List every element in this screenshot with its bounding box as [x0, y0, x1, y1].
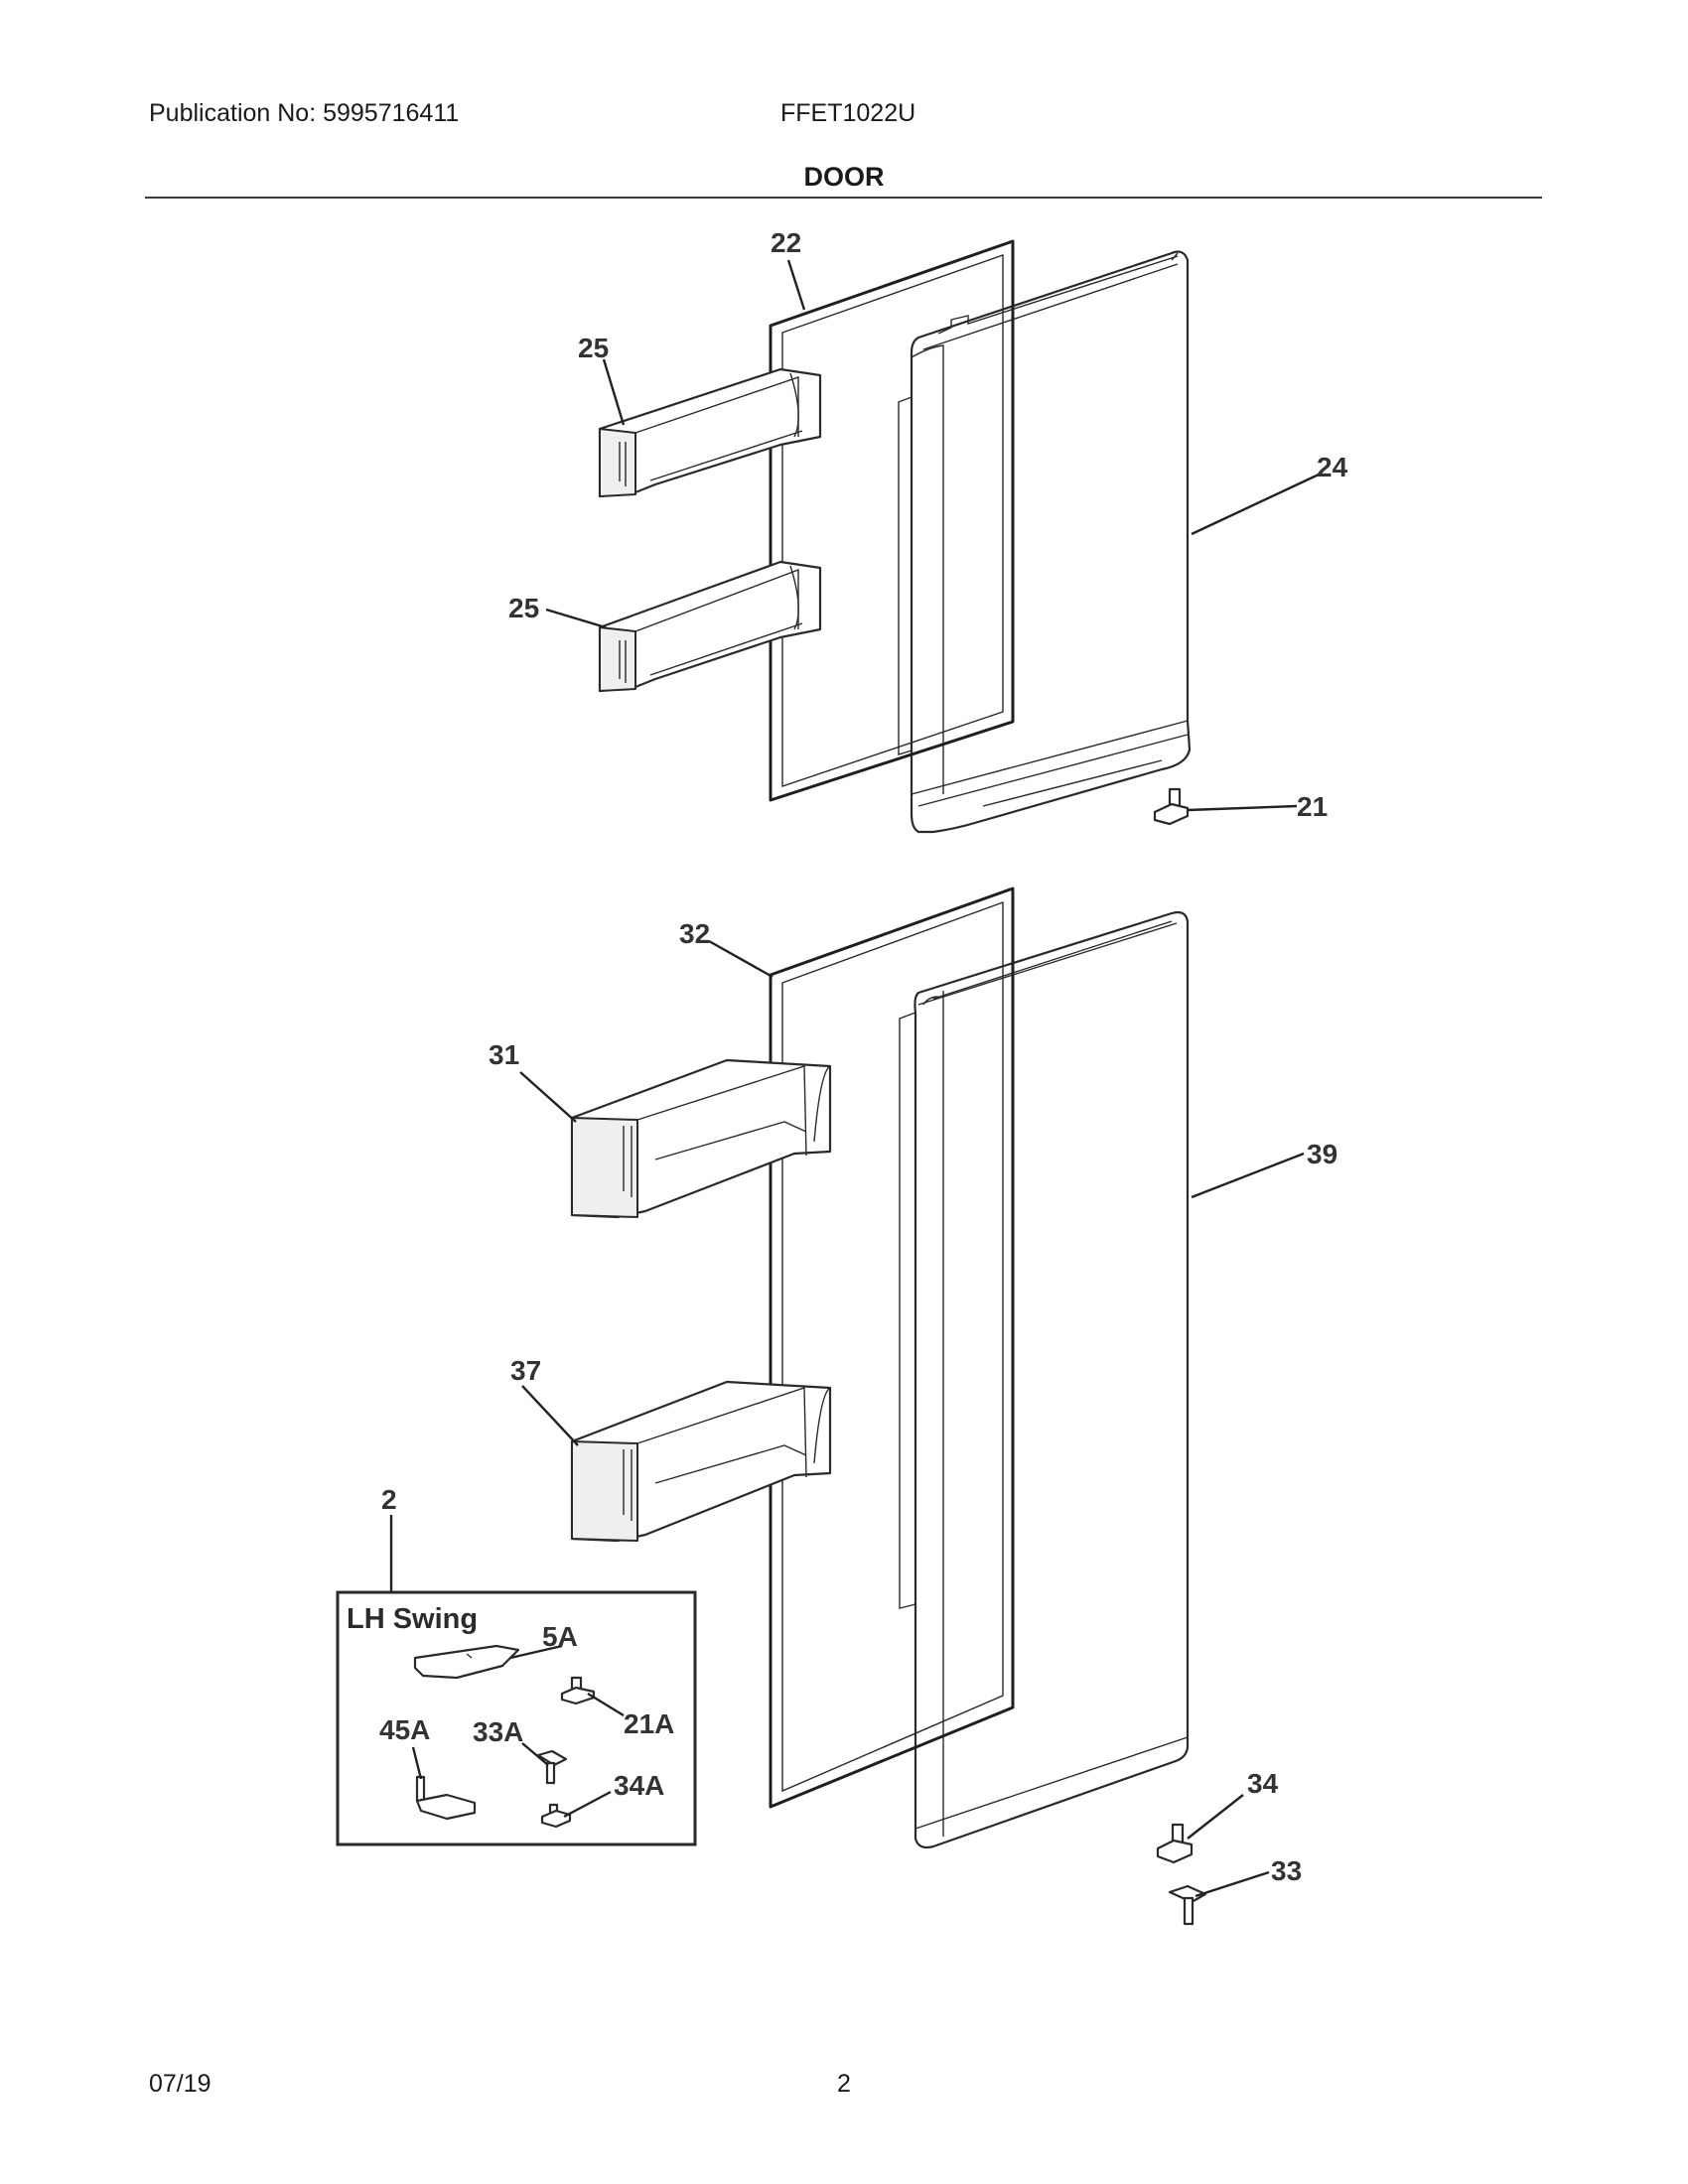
leader-5a — [509, 1644, 563, 1660]
callout-22: 22 — [771, 227, 801, 258]
callout-24: 24 — [1317, 452, 1348, 482]
fresh-food-gasket-32 — [769, 887, 1015, 1809]
freezer-door-shelf-25-lower — [598, 560, 822, 693]
leader-34 — [1187, 1794, 1244, 1840]
inset-label-45a: 45A — [379, 1714, 430, 1745]
leader-37 — [521, 1385, 579, 1446]
callout-34: 34 — [1247, 1768, 1279, 1799]
inset-label-33a: 33A — [473, 1716, 523, 1747]
footer-date: 07/19 — [149, 2070, 211, 2098]
leader-24 — [1191, 473, 1320, 536]
hinge-bracket-33a — [536, 1749, 568, 1785]
inset-title: LH Swing — [347, 1603, 478, 1635]
callout-25-upper: 25 — [578, 333, 609, 363]
hinge-bracket-45a — [415, 1775, 477, 1821]
model-number: FFET1022U — [780, 99, 916, 127]
callout-25-lower: 25 — [508, 593, 539, 623]
leader-39 — [1191, 1152, 1305, 1199]
leader-32 — [708, 939, 774, 979]
inset-label-21a: 21A — [624, 1708, 674, 1739]
callout-39: 39 — [1307, 1139, 1337, 1169]
callout-37: 37 — [510, 1355, 541, 1386]
callout-2: 2 — [381, 1484, 397, 1515]
fresh-food-door-bin-37 — [570, 1380, 832, 1543]
leader-22 — [786, 259, 806, 311]
callout-32: 32 — [679, 918, 710, 949]
freezer-hinge-pin-21 — [1153, 787, 1190, 826]
header-rule — [145, 197, 1542, 199]
lh-swing-inset: LH Swing 5A 21 — [336, 1590, 697, 1846]
leader-45a — [411, 1746, 423, 1780]
leader-34a — [563, 1790, 612, 1819]
inset-label-34a: 34A — [614, 1770, 664, 1801]
section-title: DOOR — [803, 162, 885, 192]
inset-label-5a: 5A — [542, 1621, 578, 1652]
fresh-food-door-bin-31 — [570, 1058, 832, 1219]
callout-31: 31 — [489, 1039, 519, 1070]
leader-25-lower — [545, 608, 607, 629]
lower-hinge-bracket-33 — [1168, 1884, 1207, 1926]
leader-33a — [521, 1742, 549, 1766]
leader-25-upper — [602, 358, 626, 426]
leader-31 — [519, 1071, 577, 1123]
hinge-plate-5a — [413, 1644, 520, 1680]
leader-33 — [1195, 1870, 1270, 1898]
lower-hinge-pin-34 — [1156, 1823, 1194, 1864]
freezer-door-shelf-25-upper — [598, 367, 822, 498]
publication-number: Publication No: 5995716411 — [149, 99, 460, 127]
hinge-pin-34a — [540, 1803, 572, 1829]
leader-21 — [1187, 804, 1298, 812]
callout-21: 21 — [1297, 791, 1328, 822]
callout-33: 33 — [1271, 1855, 1302, 1886]
leader-21a — [587, 1692, 625, 1717]
fresh-food-door-39 — [899, 910, 1190, 1849]
page-number: 2 — [837, 2070, 851, 2098]
